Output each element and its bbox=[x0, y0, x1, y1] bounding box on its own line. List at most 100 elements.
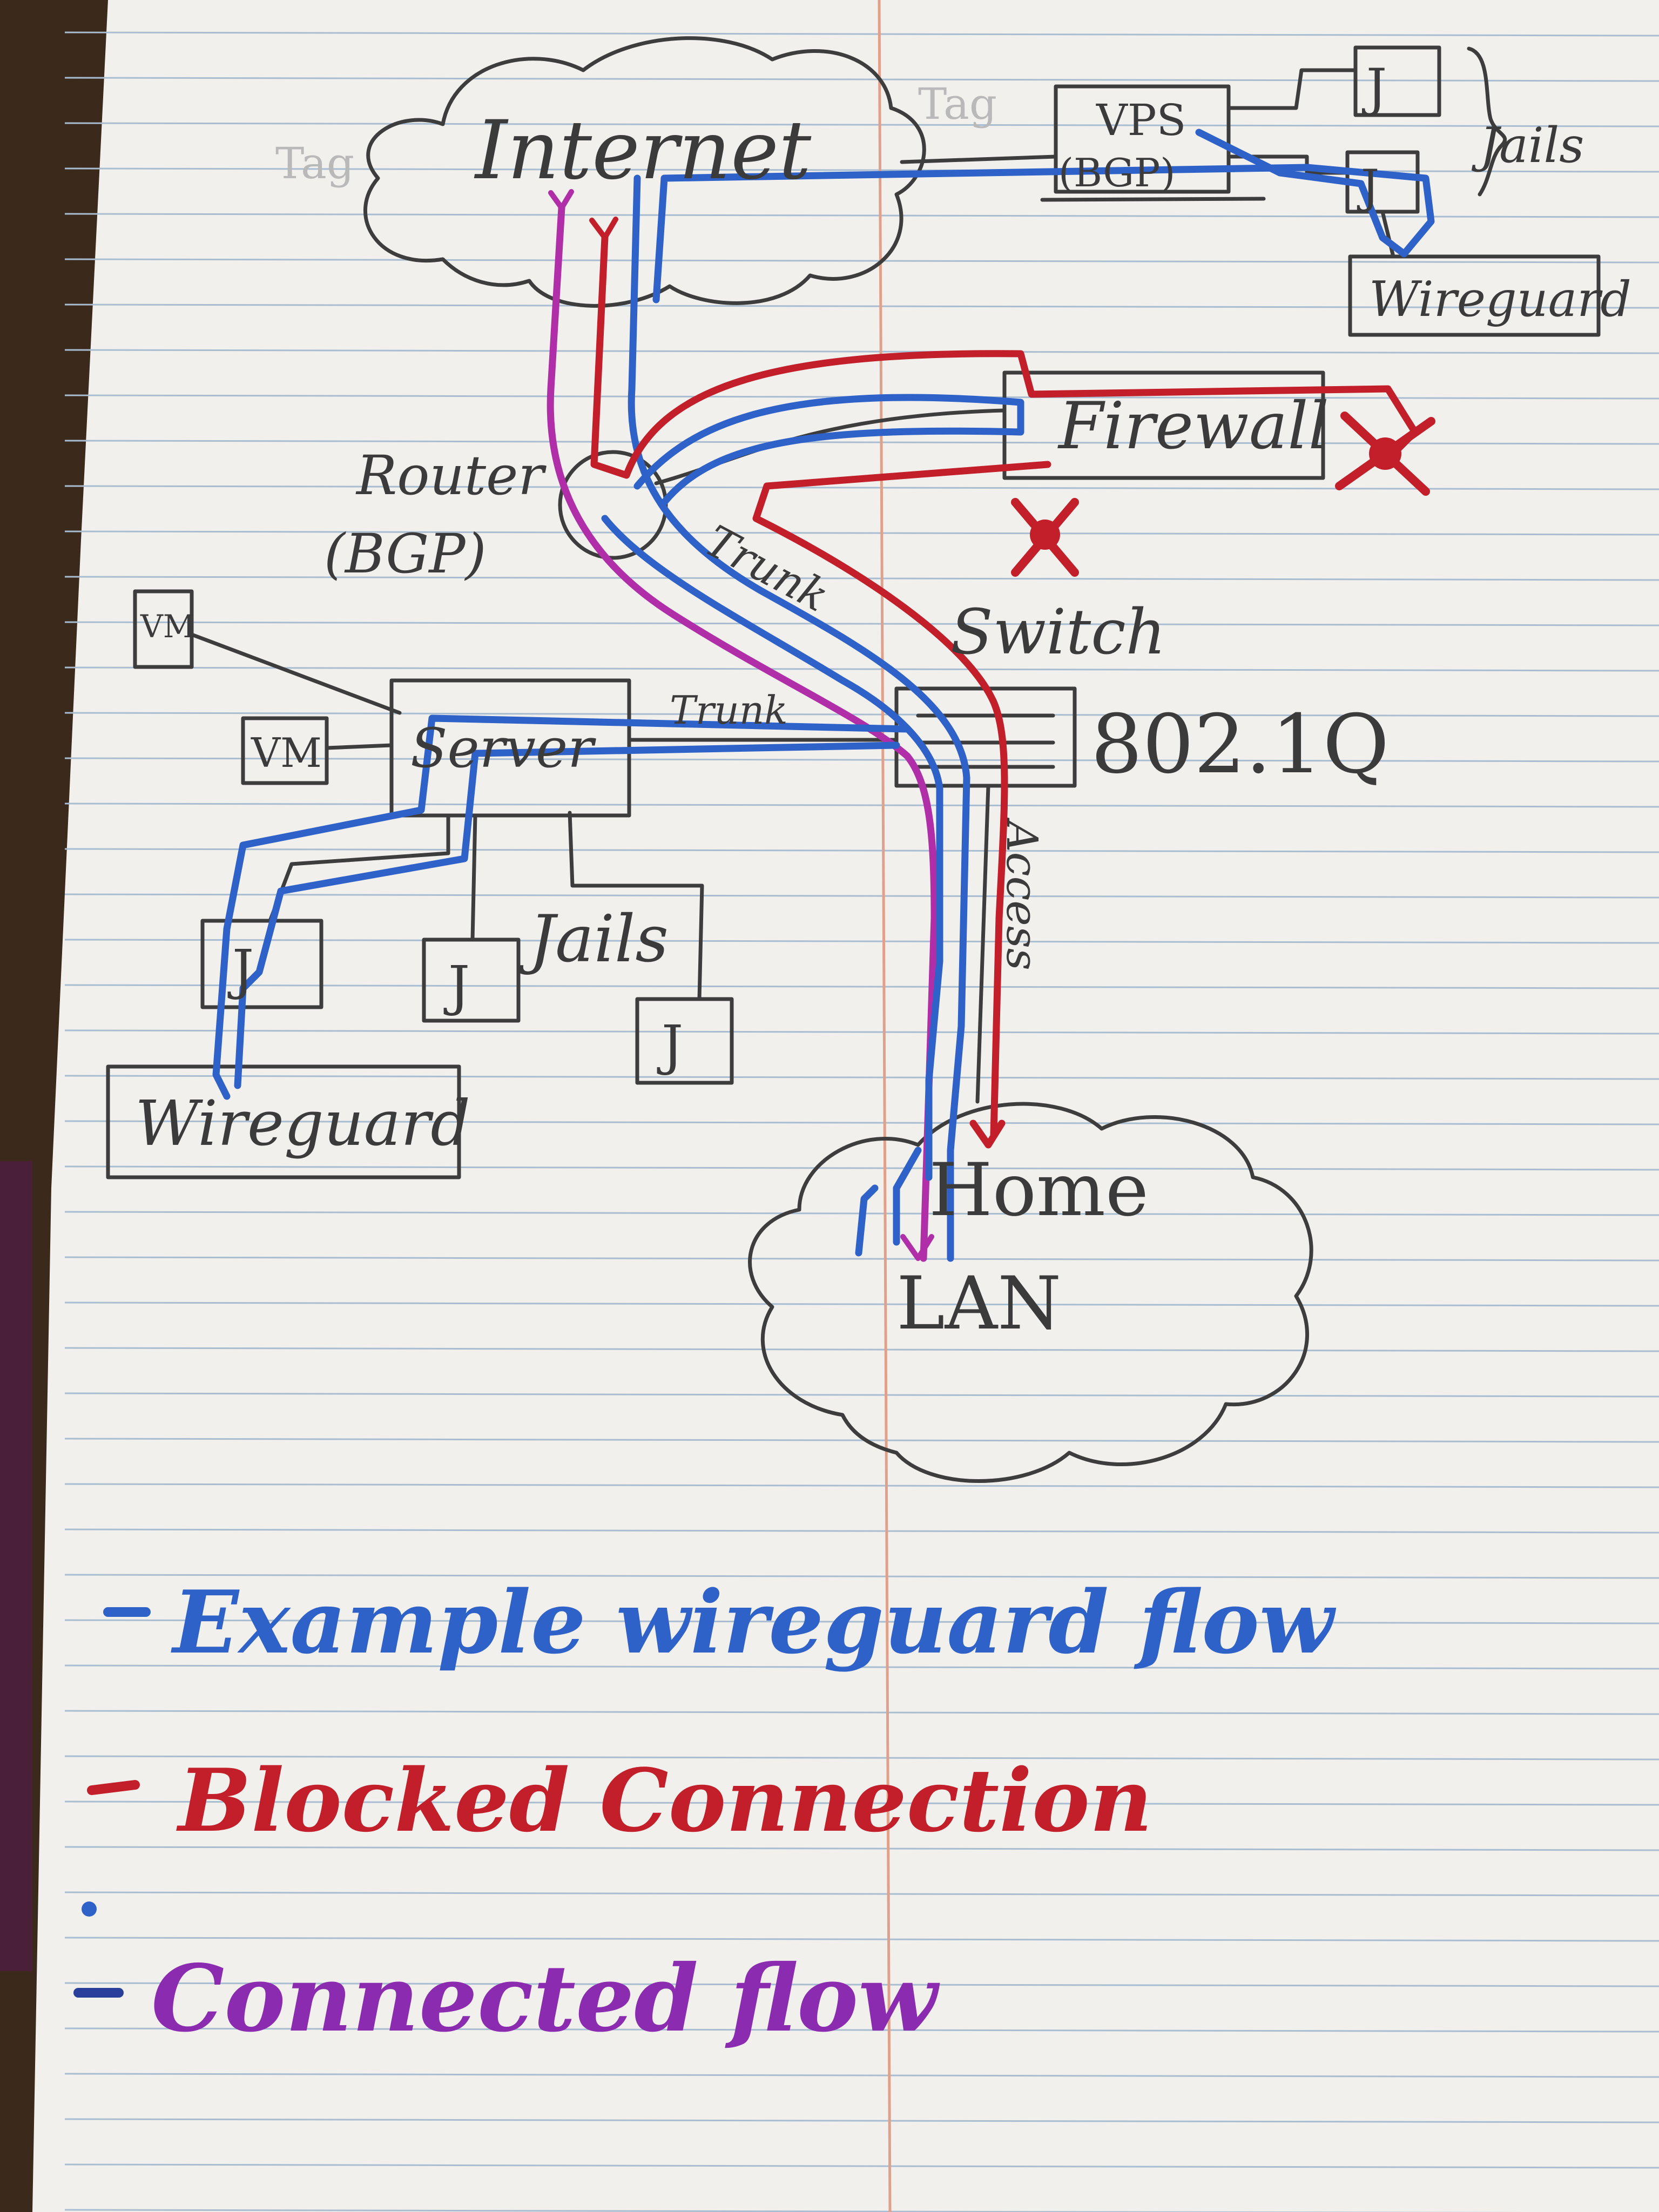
firewall-box bbox=[1002, 370, 1325, 480]
ruled-line bbox=[64, 1165, 1659, 1171]
ruled-line bbox=[64, 1800, 1659, 1806]
ruled-line bbox=[64, 485, 1659, 490]
ruled-line bbox=[64, 757, 1659, 763]
legend-dot bbox=[82, 1901, 97, 1917]
vm-top-link bbox=[190, 632, 402, 715]
ruled-line bbox=[64, 893, 1659, 899]
switch-access-link bbox=[975, 784, 990, 1104]
jail-box-bottom-1 bbox=[200, 919, 323, 1009]
internet-vps-link bbox=[900, 154, 1058, 164]
router-label: Router bbox=[355, 444, 547, 507]
jail-box-top-1 bbox=[1353, 45, 1441, 117]
blocked-flow-top bbox=[590, 234, 1419, 479]
home-lan-cloud bbox=[748, 1102, 1313, 1483]
firewall-label: Firewall bbox=[1057, 389, 1329, 464]
ruled-line bbox=[64, 304, 1659, 309]
home-label: Home bbox=[929, 1148, 1149, 1232]
server-label: Server bbox=[410, 717, 596, 780]
jail-wireguard-link bbox=[1380, 210, 1395, 259]
legend-connected-flow: Connected flow bbox=[151, 1945, 940, 2053]
ruled-line bbox=[64, 802, 1659, 808]
ruled-line bbox=[64, 1574, 1659, 1579]
ruled-line bbox=[64, 2163, 1659, 2169]
switch-label: Switch bbox=[950, 596, 1166, 669]
vps-box bbox=[1054, 84, 1231, 194]
wireguard-box-top bbox=[1348, 254, 1601, 337]
ruled-lines bbox=[64, 31, 1659, 2212]
ruled-line bbox=[64, 1891, 1659, 1897]
wireguard-flow bbox=[212, 129, 1435, 1262]
ruled-line bbox=[64, 666, 1659, 672]
wireguard-top-label: Wireguard bbox=[1369, 271, 1631, 328]
margin-line bbox=[878, 0, 892, 2212]
ruled-line bbox=[64, 848, 1659, 853]
vm-box-left bbox=[241, 716, 329, 785]
ruled-line bbox=[64, 1483, 1659, 1488]
switch-standard-label: 802.1Q bbox=[1091, 698, 1389, 792]
ruled-line bbox=[64, 349, 1659, 354]
ruled-line bbox=[64, 1347, 1659, 1352]
blocked-flow-switch bbox=[752, 461, 1051, 1138]
ruled-line bbox=[64, 1528, 1659, 1534]
ruled-line bbox=[64, 1392, 1659, 1398]
ruled-line bbox=[64, 1438, 1659, 1443]
vm-top-label: VM bbox=[140, 608, 195, 645]
ruled-line bbox=[64, 1755, 1659, 1761]
book-edge bbox=[0, 1161, 32, 1971]
jail-bottom-1-letter: J bbox=[227, 938, 254, 1001]
ruled-line bbox=[64, 2118, 1659, 2123]
server-jail-link-2 bbox=[470, 813, 477, 942]
vps-label: VPS bbox=[1096, 95, 1186, 145]
wireguard-flow-server bbox=[212, 714, 911, 1100]
server-jail-link-3 bbox=[568, 811, 704, 1001]
ruled-line bbox=[64, 122, 1659, 127]
ruled-line bbox=[64, 1937, 1659, 1942]
jails-top-label: Jails bbox=[1471, 117, 1584, 174]
wireguard-flow-main bbox=[652, 129, 1435, 304]
tag-label-left: Tag bbox=[275, 138, 354, 188]
ruled-line bbox=[64, 1982, 1659, 1987]
blocked-x-mark-1 bbox=[1011, 498, 1079, 577]
ruled-line bbox=[64, 621, 1659, 626]
ruled-line bbox=[64, 2027, 1659, 2033]
ruled-line bbox=[64, 258, 1659, 264]
legend-blocked-connection: Blocked Connection bbox=[176, 1750, 1152, 1851]
ruled-line bbox=[64, 1256, 1659, 1262]
legend-wireguard-flow: Example wireguard flow bbox=[171, 1572, 1337, 1673]
ruled-line bbox=[64, 1710, 1659, 1715]
ruled-line bbox=[64, 77, 1659, 82]
vm-box-top bbox=[133, 589, 194, 669]
tag-label-right: Tag bbox=[918, 79, 997, 129]
ruled-line bbox=[64, 167, 1659, 173]
connected-flow-arrow-top bbox=[548, 189, 574, 211]
jails-brace bbox=[1467, 46, 1507, 197]
wireguard-flow-home bbox=[855, 1147, 922, 1257]
vps-jail-link-1 bbox=[1226, 68, 1358, 110]
connected-flow-arrow-bottom bbox=[900, 1234, 934, 1261]
legend: Example wireguard flow Blocked Connectio… bbox=[73, 1572, 1337, 2053]
jail-bottom-3-letter: J bbox=[657, 1014, 683, 1077]
ruled-line bbox=[64, 2209, 1527, 2212]
connected-flow-line bbox=[547, 204, 938, 1262]
ruled-line bbox=[64, 1075, 1659, 1080]
legend-swatch-blocked bbox=[87, 1780, 140, 1795]
jail-bottom-2-letter: J bbox=[443, 954, 470, 1017]
blocked-connection bbox=[589, 217, 1435, 1149]
lan-label: LAN bbox=[896, 1261, 1061, 1346]
ruled-line bbox=[64, 213, 1659, 218]
wireguard-box-bottom bbox=[106, 1064, 461, 1179]
jail-top-1-letter: J bbox=[1362, 58, 1387, 118]
access-label: Access bbox=[997, 817, 1047, 970]
vm-left-label: VM bbox=[251, 729, 322, 777]
router-bgp-label: (BGP) bbox=[324, 522, 487, 585]
ruled-line bbox=[64, 1029, 1659, 1035]
ruled-line bbox=[64, 1664, 1659, 1670]
blocked-flow-lan bbox=[969, 1120, 1006, 1149]
wireguard-flow-down bbox=[628, 174, 970, 1262]
trunk-lower-label: Trunk bbox=[670, 687, 788, 733]
vps-bgp-label: (BGP) bbox=[1058, 150, 1175, 195]
wireguard-flow-firewall bbox=[633, 394, 1024, 506]
vps-underline bbox=[1040, 197, 1266, 202]
ruled-line bbox=[64, 1619, 1659, 1624]
